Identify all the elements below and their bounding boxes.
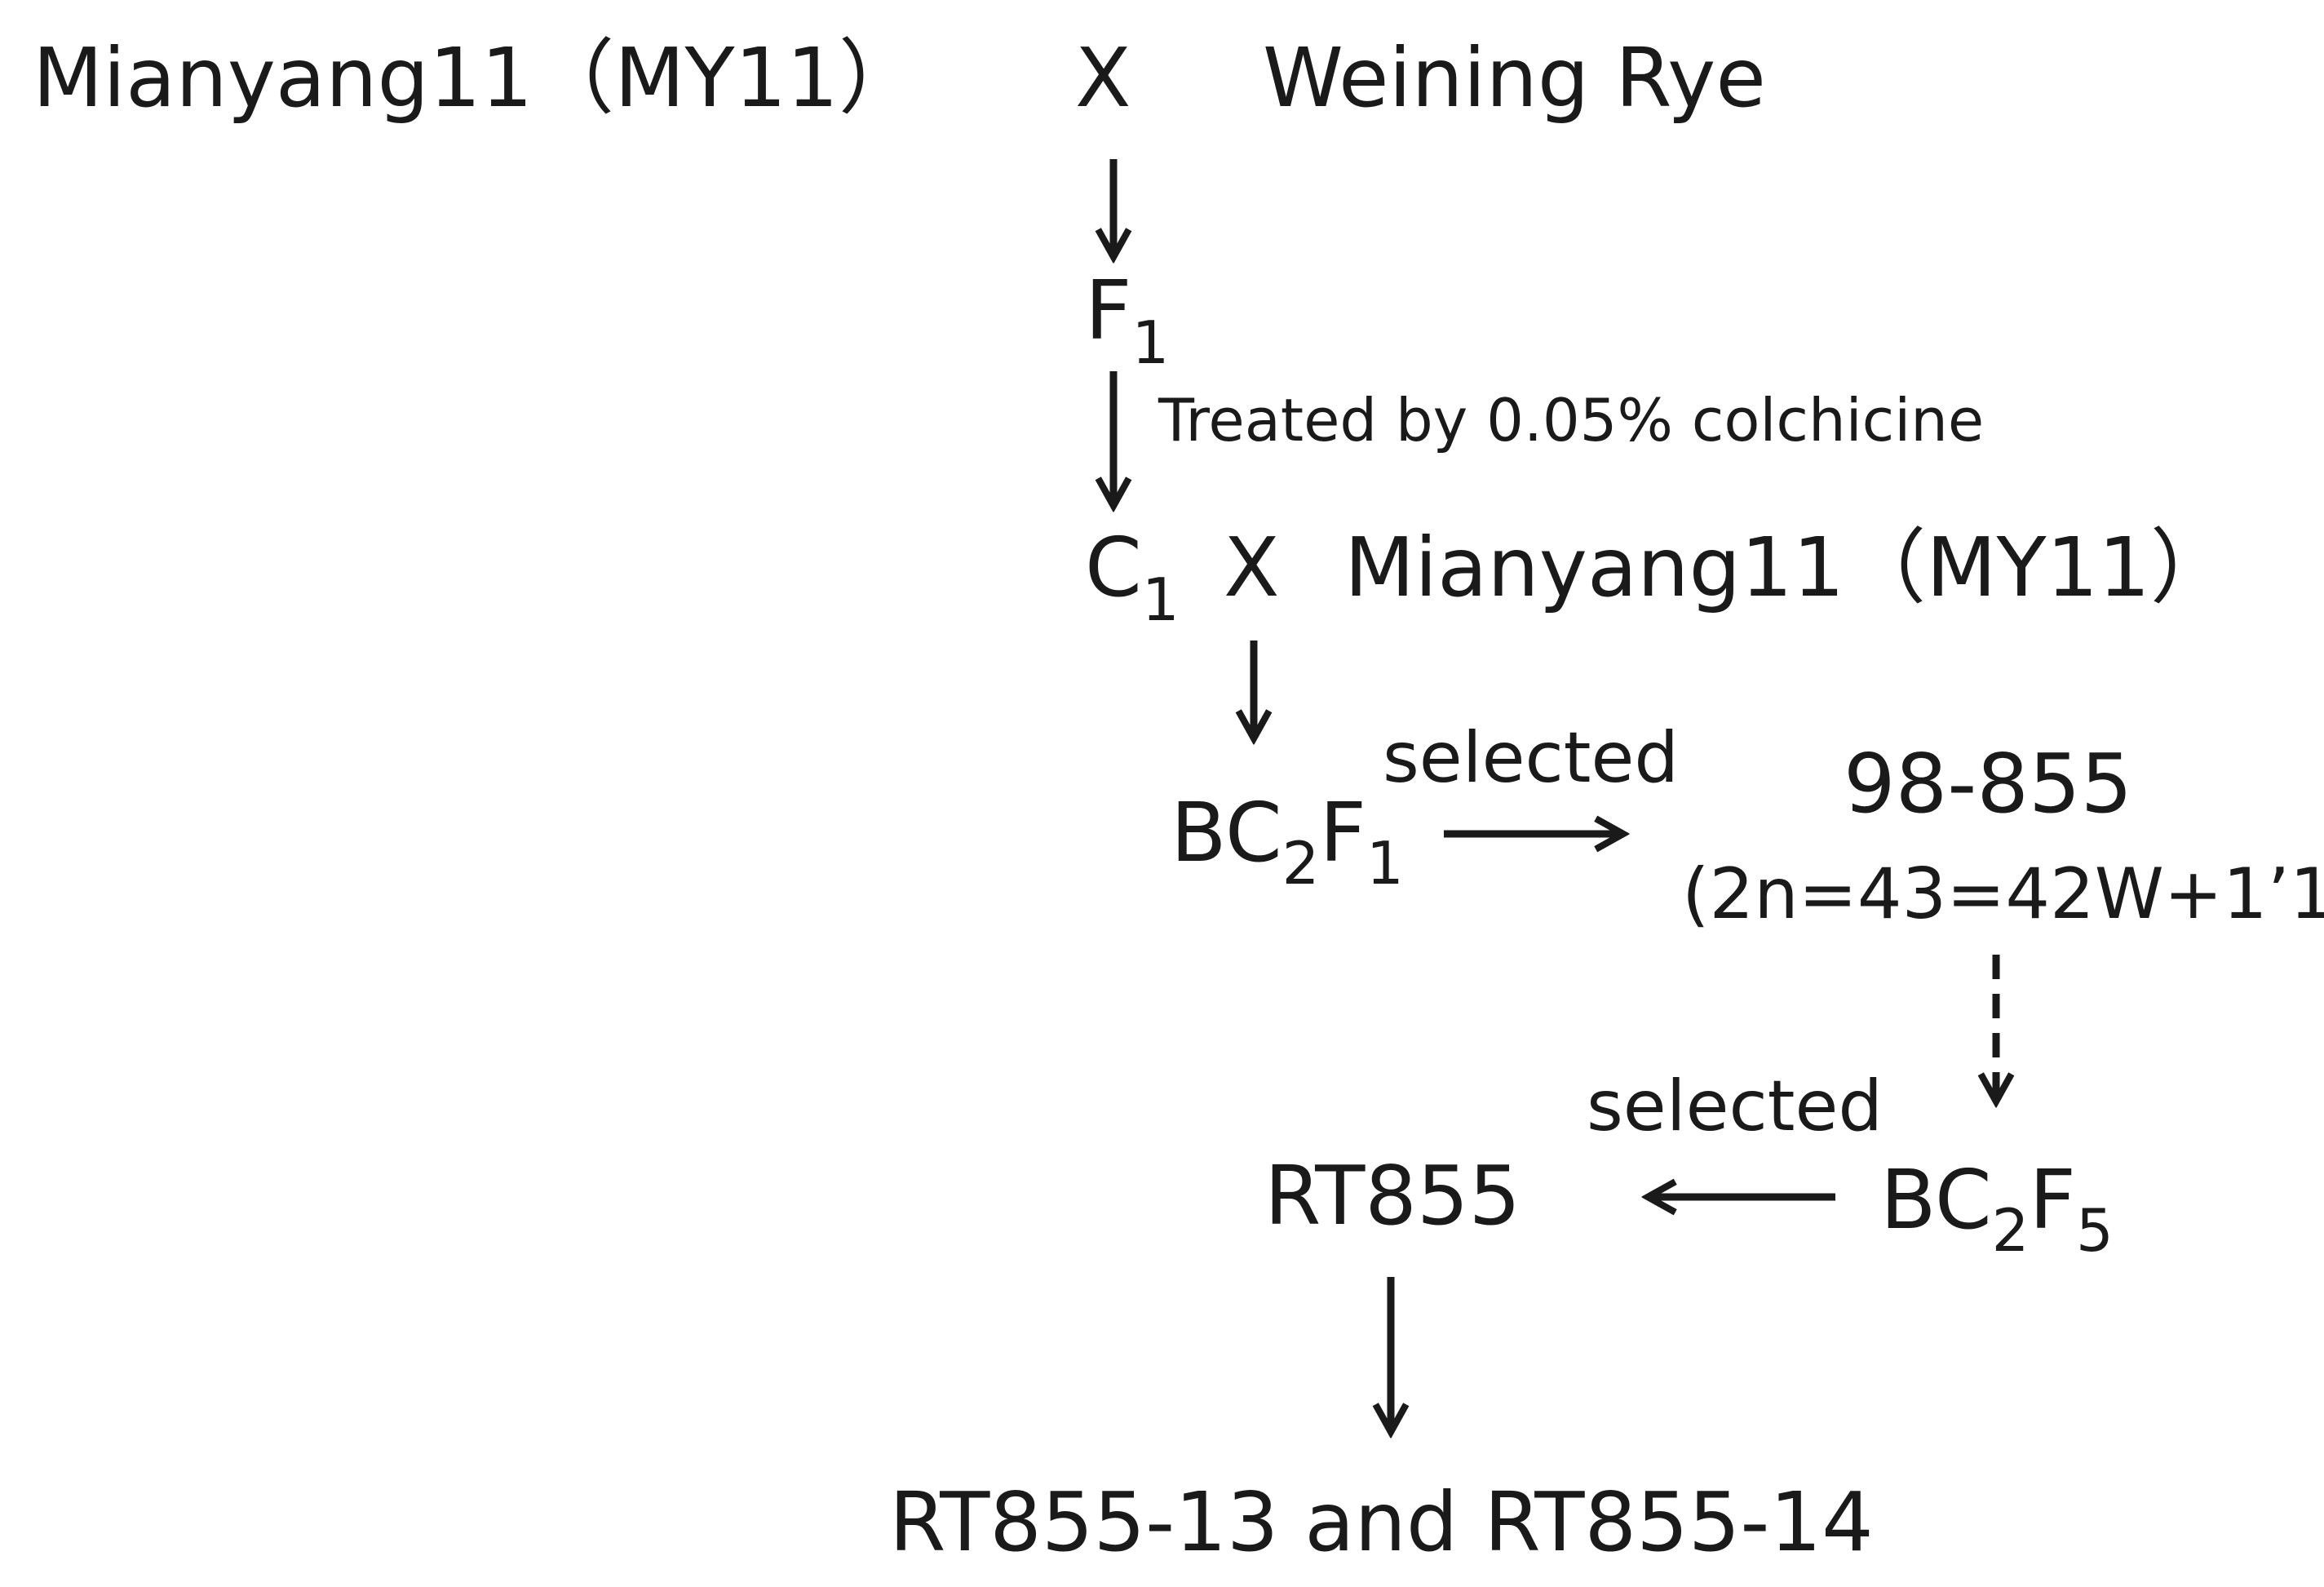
bc2f5-sub2: 5	[2076, 1196, 2114, 1265]
c1-generation: C1	[1085, 520, 1180, 634]
line-98-855: 98-855	[1844, 736, 2132, 831]
cross-symbol-1: X	[1075, 30, 1131, 126]
cross-symbol-2: X	[1224, 520, 1280, 615]
karyotype-98-855: (2n=43=42W+1’1R)	[1682, 853, 2324, 935]
parent-weining-rye: Weining Rye	[1263, 30, 1766, 126]
f1-generation: F1	[1085, 263, 1169, 377]
parent-mianyang11: Mianyang11（MY11）	[33, 30, 920, 126]
final-lines-rt855-13-14: RT855-13 and RT855-14	[889, 1474, 1874, 1570]
colchicine-treatment-label: Treated by 0.05% colchicine	[1158, 386, 1984, 454]
c1-base: C	[1085, 520, 1142, 615]
c1-sub: 1	[1142, 565, 1180, 634]
f1-base: F	[1085, 263, 1132, 358]
selected-label-1: selected	[1383, 717, 1679, 799]
selected-label-2: selected	[1587, 1066, 1883, 1147]
bc2f1-base1: BC	[1171, 785, 1282, 880]
bc2f5-sub1: 2	[1992, 1196, 2030, 1265]
f1-sub: 1	[1132, 308, 1170, 377]
line-rt855: RT855	[1264, 1148, 1521, 1243]
bc2f1-base2: F	[1319, 785, 1366, 880]
backcross-parent-mianyang11: Mianyang11（MY11）	[1344, 520, 2232, 615]
bc2f1-sub1: 2	[1282, 829, 1320, 898]
bc2f5-base1: BC	[1880, 1152, 1992, 1248]
bc2f5-generation: BC2F5	[1880, 1152, 2114, 1265]
bc2f1-sub2: 1	[1366, 829, 1404, 898]
bc2f5-base2: F	[2029, 1152, 2076, 1248]
bc2f1-generation: BC2F1	[1171, 785, 1404, 898]
